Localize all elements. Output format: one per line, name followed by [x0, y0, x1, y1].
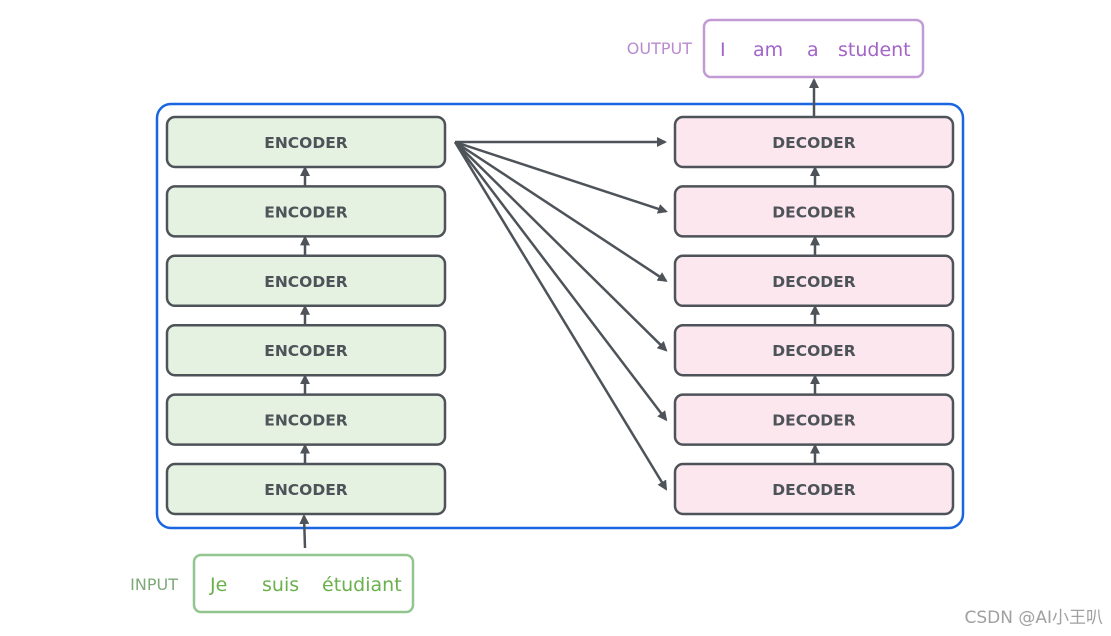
decoder-label: DECODER: [772, 412, 855, 430]
encoder-label: ENCODER: [264, 134, 348, 152]
input-arrow: [299, 514, 310, 549]
connection-arrows: [299, 78, 820, 549]
encoder-to-decoder-arrow: [453, 141, 668, 491]
input-words: Je suis étudiant: [209, 574, 402, 596]
encoder-to-decoder-arrow: [454, 140, 668, 282]
encoder-to-decoder-arrow: [454, 141, 668, 352]
decoder-label: DECODER: [772, 203, 855, 221]
input-box: [192, 553, 415, 614]
decoder-block: DECODER: [673, 462, 955, 516]
decoder-block: DECODER: [673, 115, 955, 169]
encoder-block: ENCODER: [165, 462, 447, 516]
word-token: a: [807, 39, 819, 61]
decoder-label: DECODER: [772, 342, 855, 360]
word-token: Je: [209, 574, 227, 596]
encoder-label: ENCODER: [264, 412, 348, 430]
output-box: [702, 18, 925, 79]
encoder-label: ENCODER: [264, 342, 348, 360]
stack-container: [155, 102, 965, 530]
encoder-label: ENCODER: [264, 481, 348, 499]
decoder-label: DECODER: [772, 134, 855, 152]
decoder-stack: DECODER DECODER DECODER DECODER DECODER DECOD…: [673, 115, 955, 516]
encoder-block: ENCODER: [165, 323, 447, 377]
encoder-label: ENCODER: [264, 273, 348, 291]
encoder-block: ENCODER: [165, 393, 447, 446]
word-token: I: [720, 39, 726, 61]
decoder-label: DECODER: [772, 481, 855, 499]
encoder-block: ENCODER: [165, 115, 447, 169]
decoder-label: DECODER: [772, 273, 855, 291]
decoder-block: DECODER: [673, 323, 955, 377]
decoder-block: DECODER: [673, 393, 955, 446]
word-token: étudiant: [322, 574, 402, 596]
word-token: suis: [262, 574, 299, 596]
decoder-block: DECODER: [673, 254, 955, 308]
encoder-block: ENCODER: [165, 254, 447, 308]
watermark-text: CSDN @AI小王叭: [964, 608, 1103, 628]
word-token: student: [838, 39, 911, 61]
encoder-label: ENCODER: [264, 203, 348, 221]
encoder-to-decoder-arrow: [454, 140, 668, 214]
decoder-block: DECODER: [673, 185, 955, 238]
encoder-block: ENCODER: [165, 185, 447, 238]
encoder-to-decoder-arrow: [454, 141, 668, 422]
input-label: INPUT: [130, 575, 178, 594]
output-label: OUTPUT: [627, 39, 692, 58]
word-token: am: [753, 39, 783, 61]
